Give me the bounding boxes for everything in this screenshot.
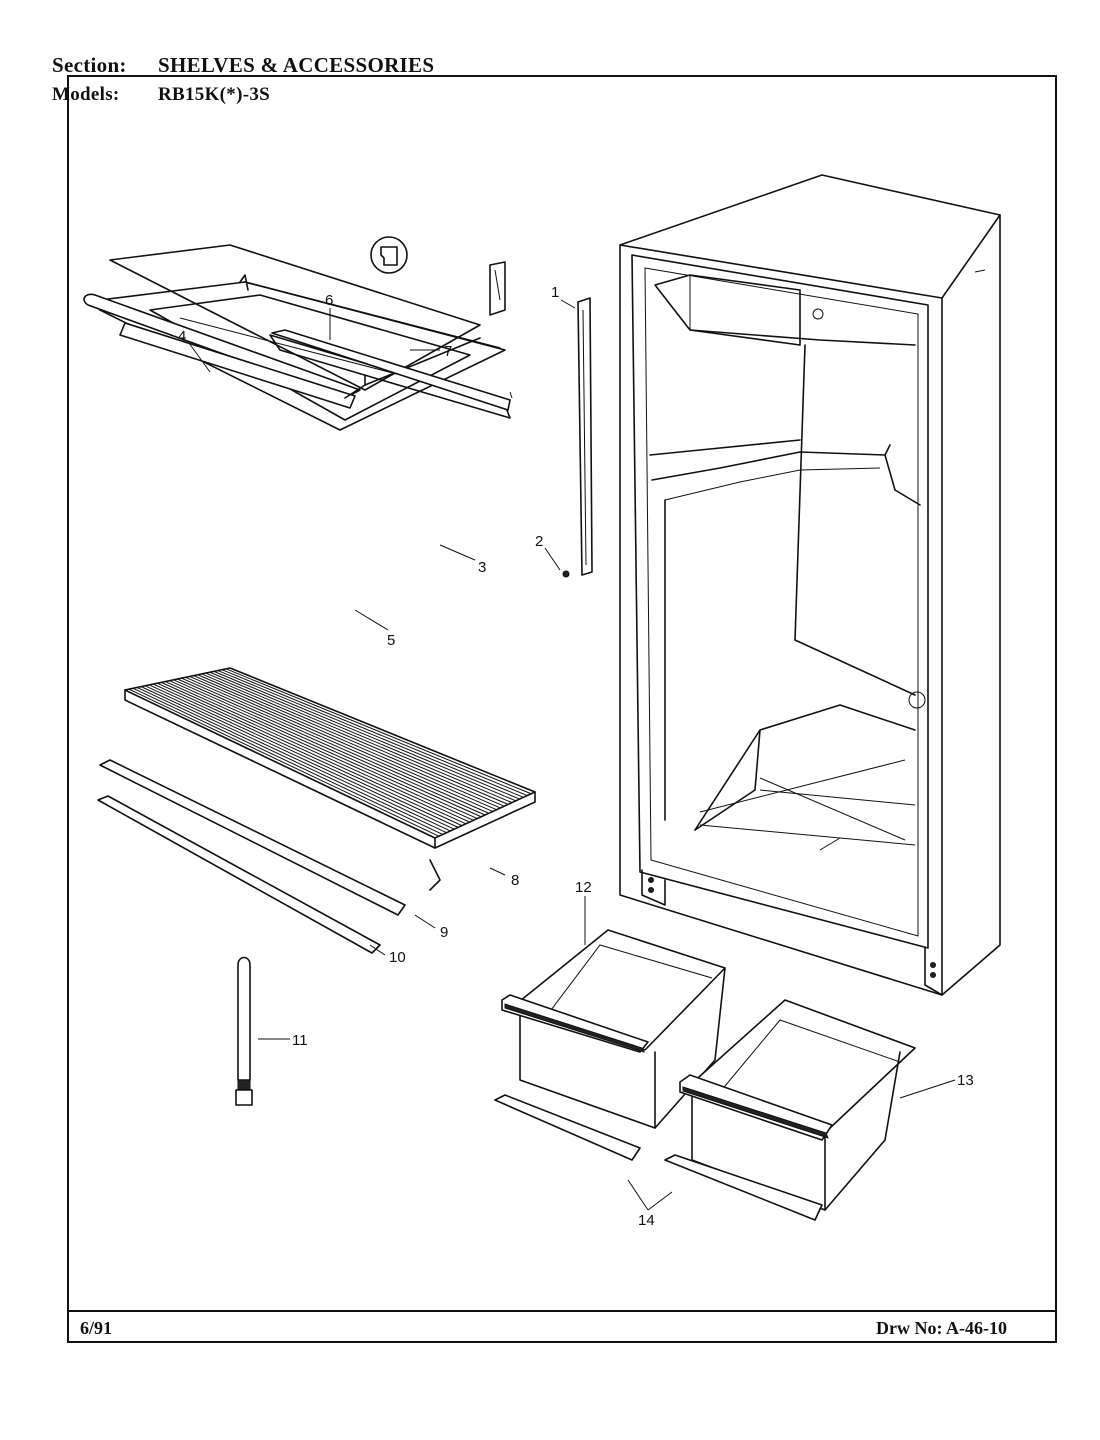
wire-shelf-bar [177,678,486,816]
wire-shelf-bar [144,685,455,830]
section-title: SHELVES & ACCESSORIES [158,53,435,77]
callout-14: 14 [638,1212,655,1229]
drawing-frame [67,75,1057,1343]
callout-11: 11 [292,1032,308,1049]
crisper-drawer-left [494,929,726,1161]
callout-12: 12 [575,879,592,896]
glass-shelf-assembly [83,236,513,431]
wire-shelf-bar [205,672,513,804]
wire-shelf-bar [149,684,459,828]
callout-9: 9 [440,924,448,941]
callout-10: 10 [389,949,406,966]
wire-shelf-bar [173,679,482,818]
models-value: RB15K(*)-3S [158,84,271,105]
wire-shelf-bar [189,676,497,811]
wire-shelf-bar [169,680,478,819]
drawing-number: Drw No: A-46-10 [876,1318,1007,1338]
temperature-control-knob [235,956,253,1106]
wire-shelf-bar [153,683,463,827]
wire-shelf-bar [185,676,493,812]
callout-8: 8 [511,872,519,889]
wire-shelf-bar [213,670,520,800]
callout-1: 1 [551,284,559,301]
footer-divider [67,1310,1057,1312]
wire-shelf-bar [161,681,470,823]
wire-shelf-bar [221,669,528,797]
callout-5: 5 [387,632,395,649]
drawing-date: 6/91 [80,1318,113,1338]
wire-shelf-bar [201,673,509,805]
callout-labels: 1 2 3 4 5 6 7 8 9 10 11 12 13 14 [178,284,974,1229]
section-label: Section: [52,53,127,77]
wire-shelf-bar [197,674,505,807]
wire-shelf-bar [225,668,532,795]
wire-shelf-bar [157,682,466,825]
wire-shelf-bar [209,671,516,802]
wire-shelf-bar [217,670,524,798]
wire-shelf-bar [140,686,451,832]
wire-shelf-bar [193,675,501,809]
wire-shelf [97,667,536,954]
wire-shelf-bar [181,677,490,814]
callout-3: 3 [478,559,486,576]
crisper-drawer-right [664,999,916,1221]
callout-2: 2 [535,533,543,550]
refrigerator-cabinet [619,174,1001,996]
callout-13: 13 [957,1072,974,1089]
shelf-ladder-support [562,297,593,578]
callout-7: 7 [444,343,452,360]
callout-6: 6 [325,292,333,309]
callout-4: 4 [178,328,186,345]
wire-shelf-bar [136,687,447,834]
wire-shelf-bar [128,688,440,837]
wire-shelf-bar [132,687,443,835]
leader-lines [188,299,956,1211]
wire-shelf-bar [165,681,474,821]
